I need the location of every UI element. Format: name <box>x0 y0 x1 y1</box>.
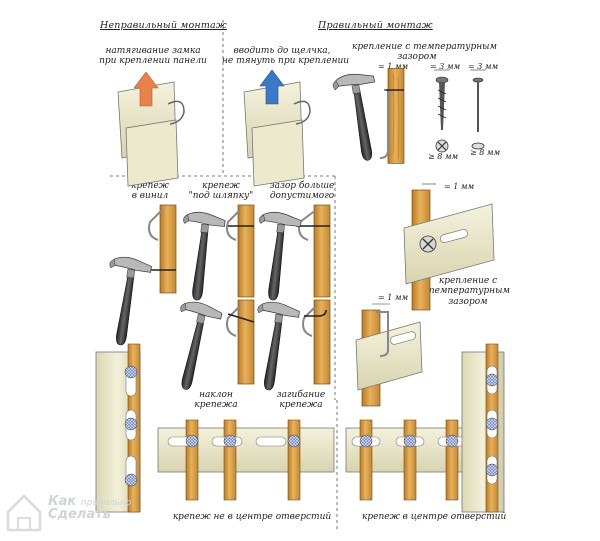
dim-head-8mm-a: ≥ 8 мм <box>428 152 459 161</box>
watermark-text: Как правильно Сделать <box>48 494 132 522</box>
bottom-centered <box>345 343 505 513</box>
header-right-mounting: Правильный монтаж <box>318 20 433 31</box>
watermark-logo-icon <box>6 494 42 532</box>
thermal-gap-detail-top <box>331 68 486 165</box>
panel-snap-in <box>243 69 311 187</box>
wrong-fastener-examples <box>98 204 331 394</box>
dim-head-3mm-b: = 3 мм <box>468 62 499 71</box>
dim-gap-1mm: = 1 мм <box>378 62 409 71</box>
panel-pull-lock <box>117 71 185 187</box>
label-centered: крепеж в центре отверстий <box>362 512 507 522</box>
thermal-gap-detail-low <box>355 303 423 407</box>
dim-head-3mm-a: = 3 мм <box>430 62 461 71</box>
label-snap-in: вводить до щелчка,не тянуть при креплени… <box>222 46 350 67</box>
dim-gap-1mm-low: = 1 мм <box>378 293 409 302</box>
label-fastener-under-head: крепеж"под шляпку" <box>188 181 254 202</box>
dim-gap-1mm-mid: = 1 мм <box>444 182 475 191</box>
thermal-gap-detail-mid <box>403 183 495 311</box>
label-not-centered: крепеж не в центре отверстий <box>172 512 332 522</box>
header-wrong-mounting: Неправильный монтаж <box>100 20 227 31</box>
bottom-not-centered <box>95 343 335 513</box>
dim-head-8mm-b: ≥ 8 мм <box>470 148 501 157</box>
